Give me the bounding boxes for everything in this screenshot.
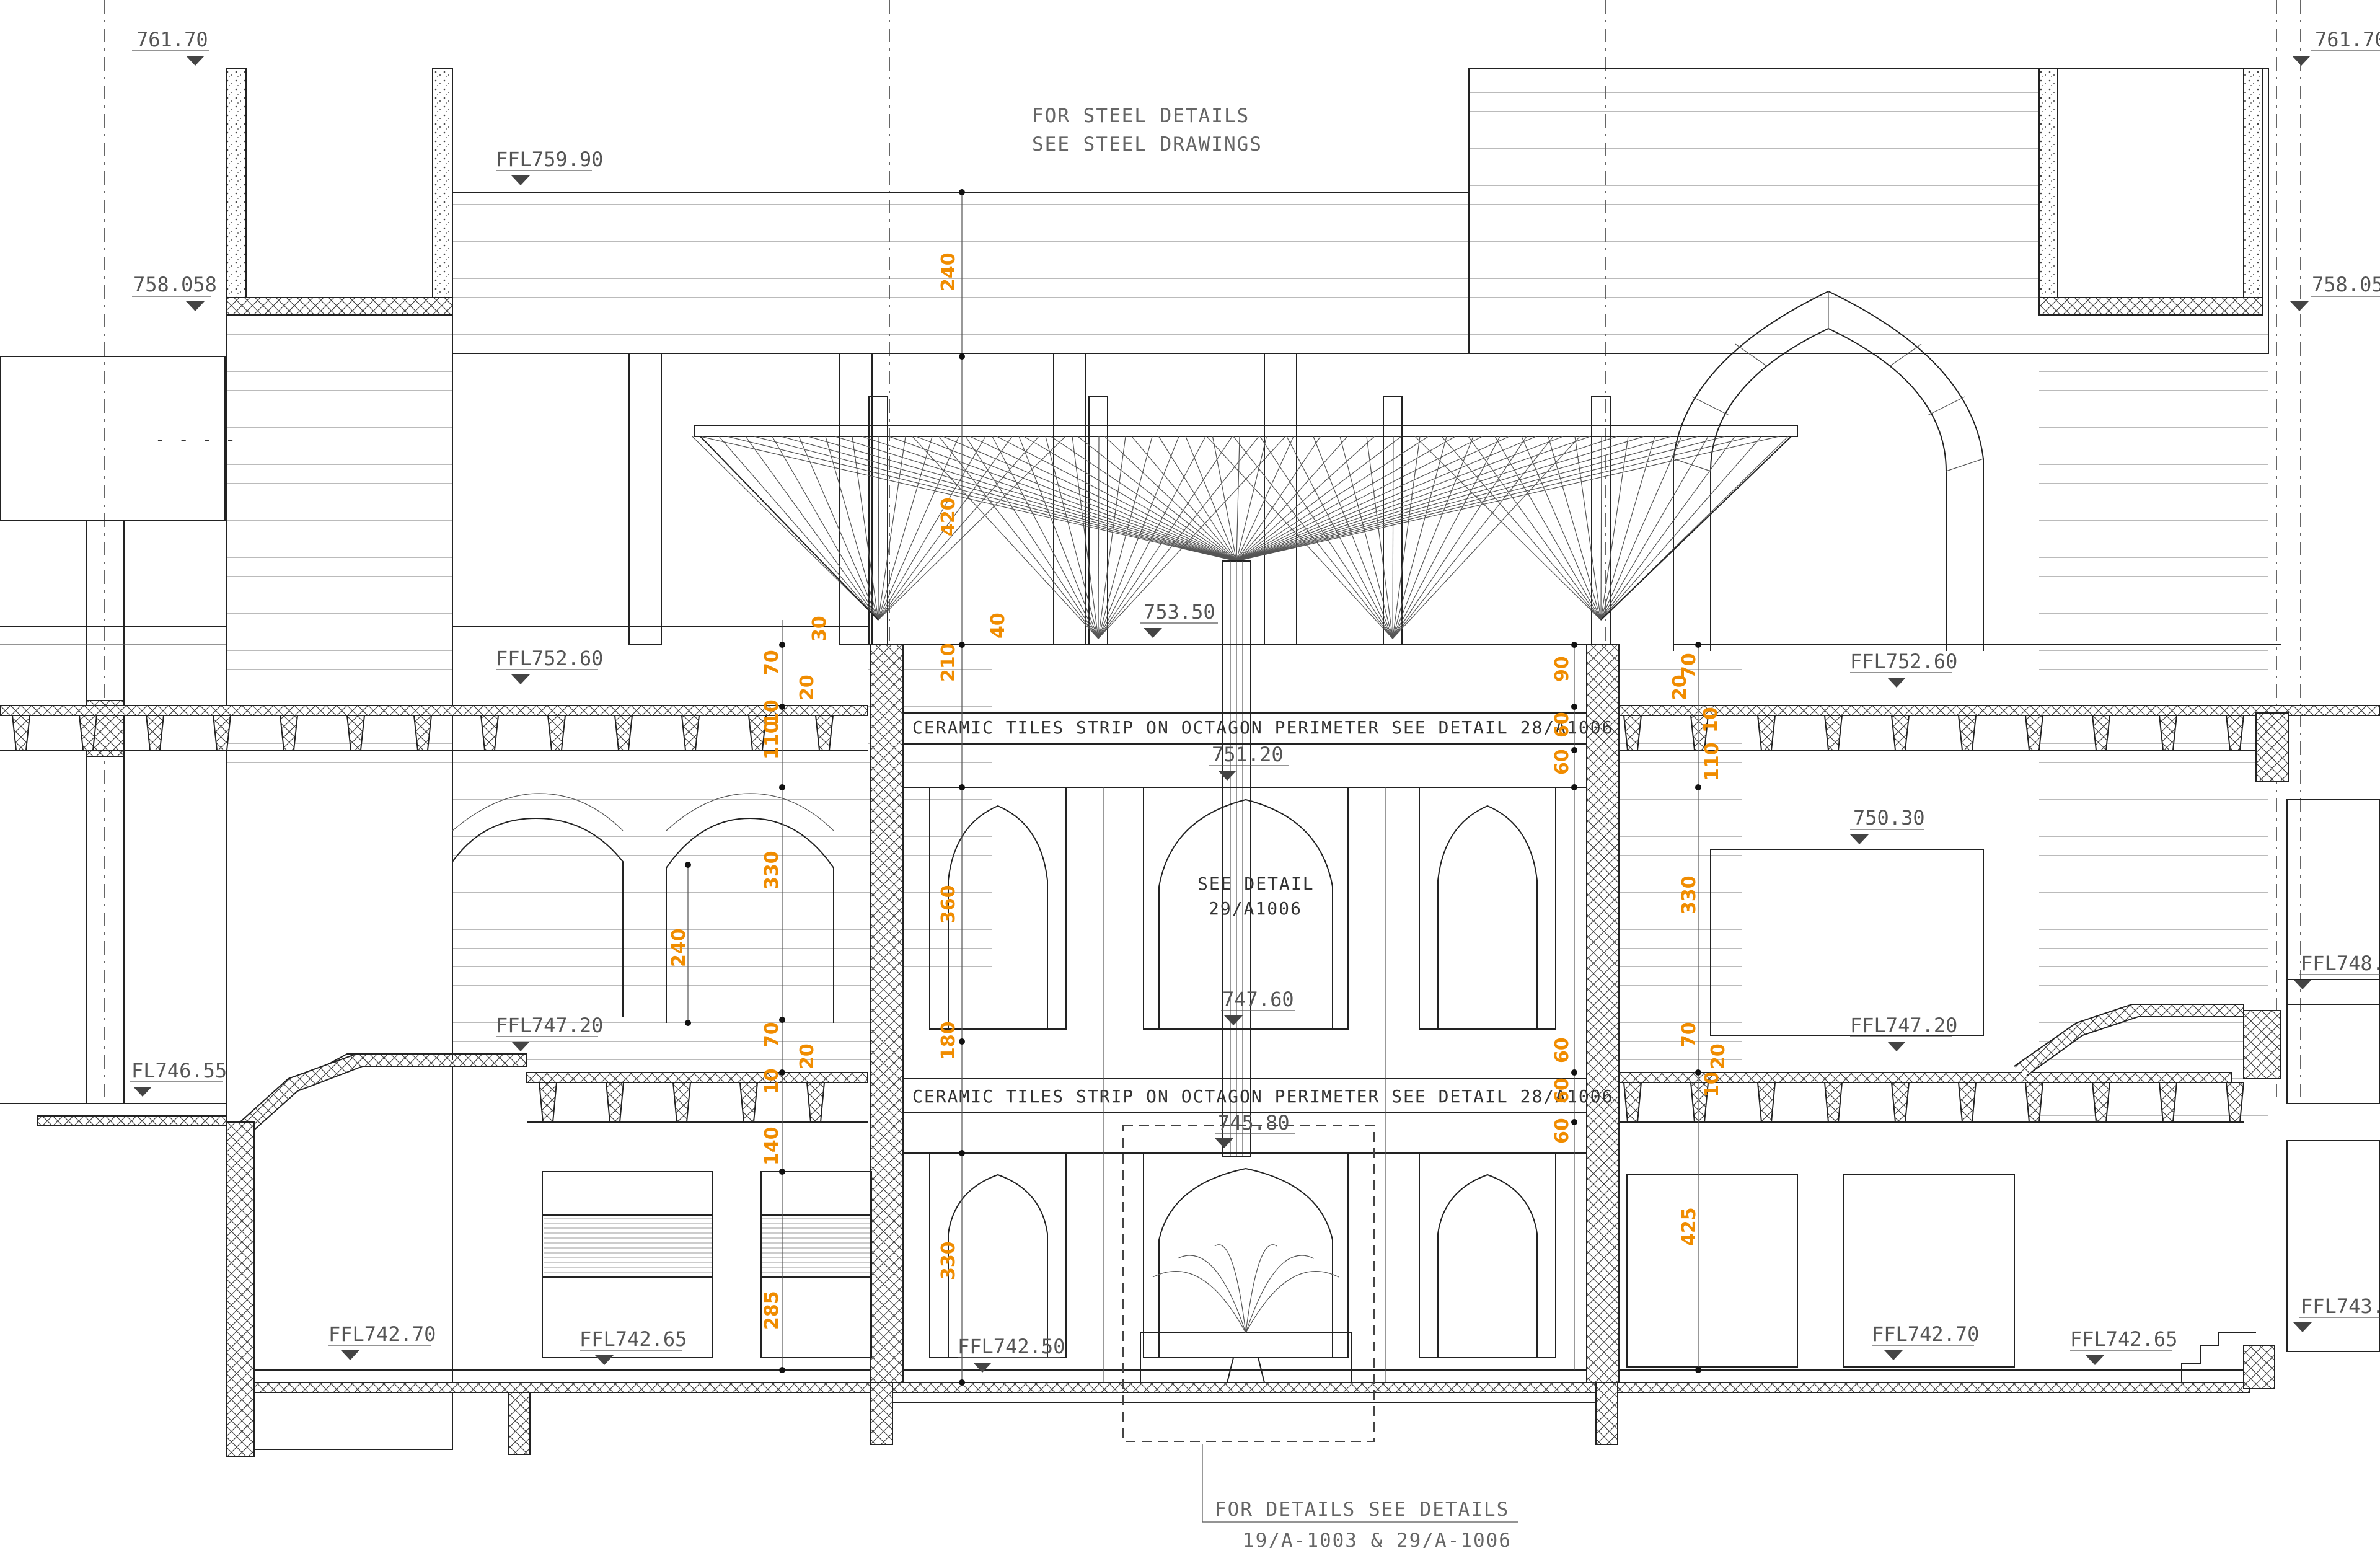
canopy-cables: [692, 436, 1792, 639]
level-ffl-752-right: FFL752.60: [1850, 650, 1957, 673]
right-tower: [1468, 68, 2269, 651]
dim-360: 360: [938, 885, 959, 924]
dim-110-r: 110: [1701, 742, 1723, 781]
dim-20-r: 20: [1669, 674, 1691, 701]
umbrella-canopy: [692, 396, 1798, 1157]
slab-ribs-upper: [11, 715, 2245, 751]
left-wing: [452, 793, 872, 1358]
dim-60-c: 60: [1551, 1037, 1573, 1063]
ceramic-note-upper: CERAMIC TILES STRIP ON OCTAGON PERIMETER…: [912, 717, 1613, 738]
see-detail-line2: 29/A1006: [1209, 898, 1302, 919]
dim-60-b: 60: [1551, 749, 1573, 775]
dim-420: 420: [938, 497, 959, 536]
dimension-lines: [685, 189, 1701, 1386]
level-750: 750.30: [1853, 806, 1925, 829]
dim-20-b: 20: [796, 1043, 818, 1069]
dim-330-b: 330: [938, 1241, 959, 1280]
level-747: 747.60: [1222, 988, 1294, 1011]
dim-60-e: 60: [1551, 1118, 1573, 1144]
level-ffl-742-65-right: FFL742.65: [2070, 1327, 2177, 1351]
annotations: FOR STEEL DETAILS SEE STEEL DRAWINGS CER…: [912, 105, 1613, 1548]
level-ffl-742-70-right: FFL742.70: [1872, 1322, 1979, 1346]
see-detail-line1: SEE DETAIL: [1197, 874, 1315, 894]
slab-ribs-middle: [538, 1082, 2245, 1123]
dim-330-a: 330: [761, 851, 783, 890]
level-ffl-747-left: FFL747.20: [496, 1014, 603, 1037]
dim-330-r: 330: [1678, 875, 1700, 914]
bottom-note-line1: FOR DETAILS SEE DETAILS: [1215, 1498, 1509, 1521]
dim-10-rb: 10: [1701, 1071, 1723, 1097]
dim-285: 285: [761, 1291, 783, 1330]
steel-note-line1: FOR STEEL DETAILS: [1032, 105, 1250, 127]
dim-20-rb: 20: [1708, 1043, 1729, 1069]
dim-10-b: 10: [761, 1068, 783, 1094]
dim-60-d: 60: [1551, 1077, 1573, 1104]
dim-110-a: 110: [761, 720, 783, 759]
masonry-coursing: [226, 68, 2268, 1122]
level-745: 745.80: [1218, 1111, 1290, 1134]
level-758-right: 758.05: [2312, 273, 2380, 296]
dim-180: 180: [938, 1021, 959, 1060]
steel-note-line2: SEE STEEL DRAWINGS: [1032, 133, 1263, 156]
bottom-note-line2: 19/A-1003 & 29/A-1006: [1243, 1529, 1512, 1548]
dim-10-a: 10: [761, 699, 783, 725]
level-markers: 761.70 761.70 758.058 758.05 FFL759.90 F…: [130, 28, 2380, 1373]
level-ffl-759: FFL759.90: [496, 148, 603, 171]
dim-70-rb: 70: [1678, 1022, 1700, 1048]
dim-60-a: 60: [1551, 712, 1573, 738]
octagon-core: [870, 644, 1620, 1442]
level-ffl-752-left: FFL752.60: [496, 647, 603, 670]
dim-40: 40: [987, 613, 1009, 639]
ceramic-note-lower: CERAMIC TILES STRIP ON OCTAGON PERIMETER…: [912, 1086, 1613, 1107]
level-ffl-742-65-left: FFL742.65: [580, 1327, 687, 1351]
dim-70-a: 70: [761, 650, 783, 676]
level-ffl-743: FFL743.: [2301, 1294, 2380, 1318]
dim-240-top: 240: [938, 252, 959, 291]
dim-70-r: 70: [1678, 653, 1700, 679]
dimension-values: 240 420 30 40 70 210 20 110 10 90 60 60 …: [668, 252, 1729, 1330]
ground-slab: [226, 1121, 2256, 1457]
dim-70-b: 70: [761, 1022, 783, 1048]
level-761-right: 761.70: [2315, 28, 2380, 51]
level-ffl-748: FFL748.: [2301, 952, 2380, 975]
dim-425: 425: [1678, 1207, 1700, 1246]
middle-slab: [0, 979, 2380, 1144]
dim-20-a: 20: [796, 674, 818, 701]
dim-10-r: 10: [1700, 707, 1722, 733]
dim-210: 210: [938, 643, 959, 682]
dim-90: 90: [1551, 656, 1573, 682]
level-751: 751.20: [1212, 743, 1284, 766]
level-761-left: 761.70: [136, 28, 208, 51]
dim-140: 140: [761, 1126, 783, 1165]
level-758-left: 758.058: [133, 273, 217, 296]
level-ffl-742-70-left: FFL742.70: [328, 1322, 436, 1346]
level-ffl-742-50: FFL742.50: [958, 1335, 1065, 1358]
level-ffl-746: FL746.55: [131, 1059, 227, 1082]
shutter-lines: [544, 1218, 870, 1273]
dim-30: 30: [809, 616, 831, 642]
fountain-icon: [1140, 1244, 1352, 1383]
svg-text:- - - -: - - - -: [155, 429, 237, 449]
dim-240-arch: 240: [668, 928, 690, 967]
level-ffl-747-right: FFL747.20: [1850, 1014, 1957, 1037]
level-753: 753.50: [1144, 600, 1215, 624]
upper-slab: [0, 705, 2380, 751]
right-wing: [1626, 712, 2380, 1389]
grid-axes: [104, 0, 2301, 1104]
